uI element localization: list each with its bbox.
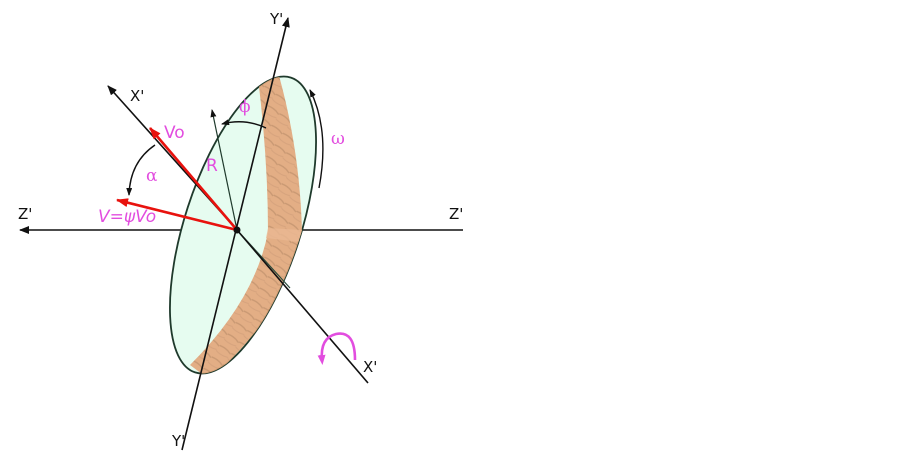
alpha-label: α — [146, 166, 158, 186]
center-point — [233, 226, 241, 234]
z-axis-left-label: Z' — [18, 205, 32, 223]
vector-v0[interactable] — [149, 127, 238, 231]
z-axis-right-label: Z' — [449, 205, 463, 223]
spin-arrow-icon — [317, 332, 357, 365]
phi-arc — [221, 119, 267, 129]
alpha-arc — [126, 144, 156, 196]
v-label: V=ψVo — [98, 207, 156, 227]
v0-label: Vo — [164, 123, 185, 143]
x-axis-bottom-label: X' — [363, 358, 377, 376]
omega-label: ω — [331, 129, 345, 149]
x-axis-lower — [236, 229, 369, 384]
radius-line-r — [210, 109, 238, 231]
omega-arc — [309, 89, 324, 189]
radius-label: R — [206, 156, 218, 176]
y-axis — [181, 17, 290, 451]
phi-label: ϕ — [239, 97, 251, 117]
vector-v[interactable] — [116, 198, 238, 232]
y-axis-bottom-label: Y' — [171, 432, 185, 450]
y-axis-top-label: Y' — [269, 10, 283, 28]
x-axis-top-label: X' — [130, 87, 144, 105]
